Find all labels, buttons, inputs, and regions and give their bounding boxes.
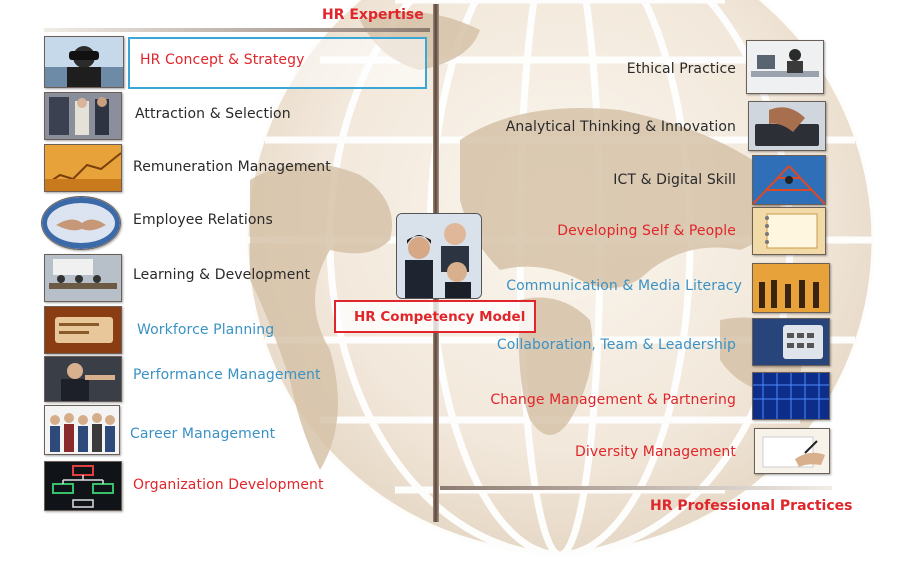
planning-document-photo-icon (44, 306, 122, 354)
pointing-manager-photo-icon (44, 356, 122, 402)
right-item-label[interactable]: Collaboration, Team & Leadership (496, 337, 736, 353)
office-worker-photo-icon (746, 40, 824, 94)
right-item-label[interactable]: Developing Self & People (557, 223, 736, 239)
team-group-photo-icon (44, 405, 120, 455)
right-item-label[interactable]: Change Management & Partnering (490, 392, 736, 408)
handshake-photo-icon (41, 196, 121, 250)
calculator-desk-photo-icon (752, 318, 830, 366)
writing-hands-photo-icon (754, 428, 830, 474)
left-item-label[interactable]: Career Management (130, 426, 276, 442)
network-structure-photo-icon (752, 155, 826, 205)
finance-chart-photo-icon (44, 144, 122, 192)
left-item-label[interactable]: Attraction & Selection (135, 106, 291, 122)
left-item-label[interactable]: Remuneration Management (133, 159, 331, 175)
right-item-label[interactable]: Ethical Practice (626, 61, 736, 77)
right-item-label[interactable]: Communication & Media Literacy (506, 278, 742, 294)
business-team-photo (396, 213, 482, 299)
hr-competency-model-box (334, 300, 536, 333)
classroom-photo-icon (44, 254, 122, 302)
right-item-label[interactable]: ICT & Digital Skill (613, 172, 736, 188)
left-item-label[interactable]: HR Concept & Strategy (140, 52, 305, 68)
binoculars-photo-icon (44, 36, 124, 88)
right-item-label[interactable]: Diversity Management (575, 444, 736, 460)
left-item-label[interactable]: Performance Management (133, 367, 321, 383)
hr-competency-model-label: HR Competency Model (354, 309, 526, 325)
hr-expertise-header: HR Expertise (322, 7, 424, 23)
bottom-separator (440, 486, 832, 490)
keyboard-typing-photo-icon (748, 101, 826, 151)
notebook-spiral-photo-icon (752, 207, 826, 255)
blue-building-photo-icon (752, 372, 830, 420)
left-item-label[interactable]: Organization Development (133, 477, 324, 493)
selected-item-highlight (128, 37, 427, 89)
business-silhouettes-photo-icon (752, 263, 830, 313)
org-chart-photo-icon (44, 461, 122, 511)
hr-professional-practices-header: HR Professional Practices (650, 498, 853, 514)
right-item-label[interactable]: Analytical Thinking & Innovation (505, 119, 736, 135)
top-separator (44, 28, 430, 32)
left-item-label[interactable]: Employee Relations (133, 212, 273, 228)
meeting-photo-icon (44, 92, 122, 140)
left-item-label[interactable]: Learning & Development (133, 267, 311, 283)
left-item-label[interactable]: Workforce Planning (137, 322, 275, 338)
